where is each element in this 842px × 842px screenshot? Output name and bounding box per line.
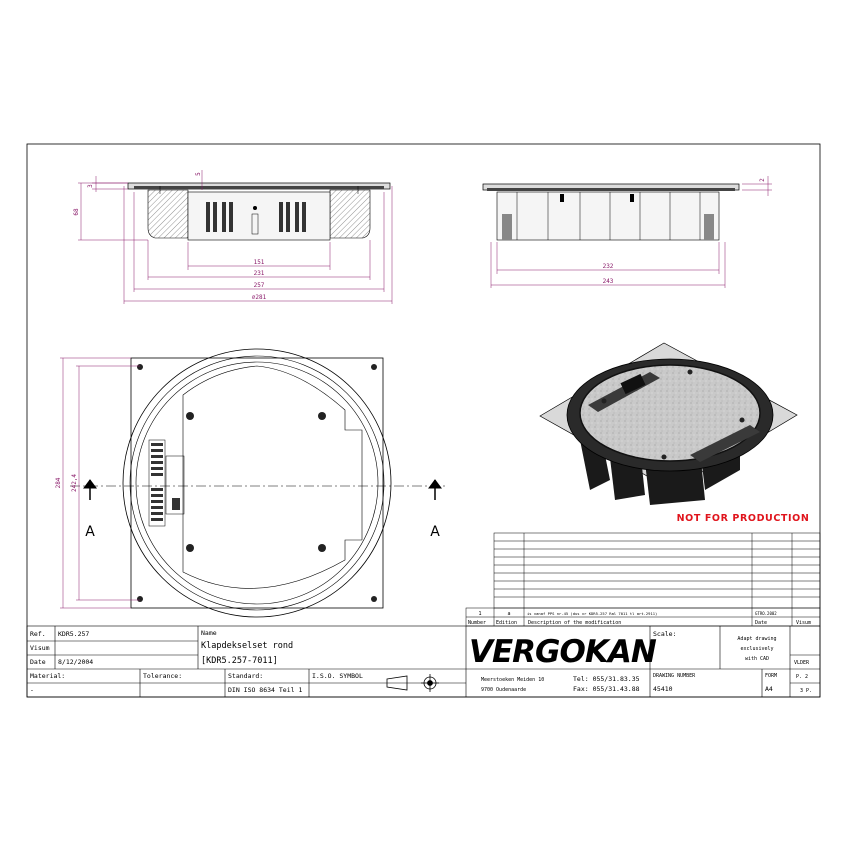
dim-front-outer: 257	[254, 282, 265, 289]
date-value: 8/12/2004	[58, 658, 93, 666]
plan-dimensions	[60, 357, 140, 609]
visum-label: Visum	[30, 644, 50, 652]
drawing-number-value: 45410	[653, 685, 673, 693]
revision-number: 1	[478, 611, 481, 617]
telephone: Tel: 055/31.83.35	[573, 675, 640, 683]
form-label: FORM	[765, 673, 777, 679]
name-label: Name	[201, 629, 217, 637]
dim-front-top: 5	[195, 172, 202, 176]
company-logo: VERGOKAN	[469, 634, 657, 670]
cad-note-line2: exclusively	[740, 646, 773, 652]
ref-value: KDR5.257	[58, 630, 89, 638]
scale-label: Scale:	[653, 630, 676, 638]
standard-value: DIN ISO 8634 Teil 1	[228, 686, 302, 694]
tolerance-label: Tolerance:	[143, 672, 182, 680]
drawing-number-label: DRAWING NUMBER	[653, 673, 696, 679]
side-dimensions	[490, 176, 772, 288]
section-mark-right: A	[430, 524, 440, 540]
dim-plan-outer: 284	[55, 477, 62, 488]
dim-side-flange: 2	[759, 178, 766, 182]
header-date: Date	[755, 620, 767, 626]
dim-front-mid: 231	[254, 270, 265, 277]
front-dimensions	[78, 170, 393, 304]
dim-side-outer: 243	[603, 278, 614, 285]
pages-label: 3 P.	[800, 688, 812, 694]
iso-projection-icon	[386, 674, 439, 692]
cad-note-line3: with CAD	[745, 656, 769, 662]
address-line2: 9700 Oudenaarde	[481, 687, 526, 693]
material-label: Material:	[30, 672, 65, 680]
dim-front-total: ∅281	[252, 294, 267, 301]
standard-label: Standard:	[228, 672, 263, 680]
plan-view	[70, 348, 445, 618]
product-code: [KDR5.257-7011]	[201, 656, 278, 666]
dim-front-flange: 3	[87, 184, 94, 188]
side-view	[482, 183, 740, 241]
date-label: Date	[30, 658, 46, 666]
revision-text: is vanaf PPS nr.45 (dus vr KDR5.257 Ral …	[527, 611, 657, 616]
header-number: Number	[468, 620, 486, 626]
product-name: Klapdekselset rond	[201, 641, 293, 651]
page-label: P. 2	[796, 674, 808, 680]
not-for-production-warning: NOT FOR PRODUCTION	[677, 513, 810, 524]
ref-label: Ref.	[30, 630, 46, 638]
title-block	[26, 625, 821, 698]
fax: Fax: 055/31.43.88	[573, 685, 640, 693]
form-value: A4	[765, 685, 773, 693]
revision-author: GTRO.2002	[755, 611, 777, 616]
dim-front-inner: 151	[254, 259, 265, 266]
section-mark-left: A	[85, 524, 95, 540]
revision-edition: a	[507, 611, 510, 617]
address-line1: Meerstoeken Meiden 10	[481, 677, 544, 683]
dim-plan-inner: 242,4	[71, 474, 78, 492]
cad-note-line1: Adapt drawing	[737, 636, 776, 642]
dim-front-height: 68	[73, 208, 80, 216]
dim-side-inner: 232	[603, 263, 614, 270]
header-description: Description of the modification	[528, 620, 621, 626]
material-value: -	[30, 686, 34, 694]
isometric-view	[539, 342, 798, 505]
header-edition: Edition	[496, 620, 517, 626]
iso-symbol-label: I.S.O. SYMBOL	[312, 672, 363, 680]
revision-table	[465, 532, 821, 627]
front-section-view	[127, 182, 391, 241]
header-visum: Visum	[796, 620, 811, 626]
sheet-label: VLDER	[794, 660, 810, 666]
